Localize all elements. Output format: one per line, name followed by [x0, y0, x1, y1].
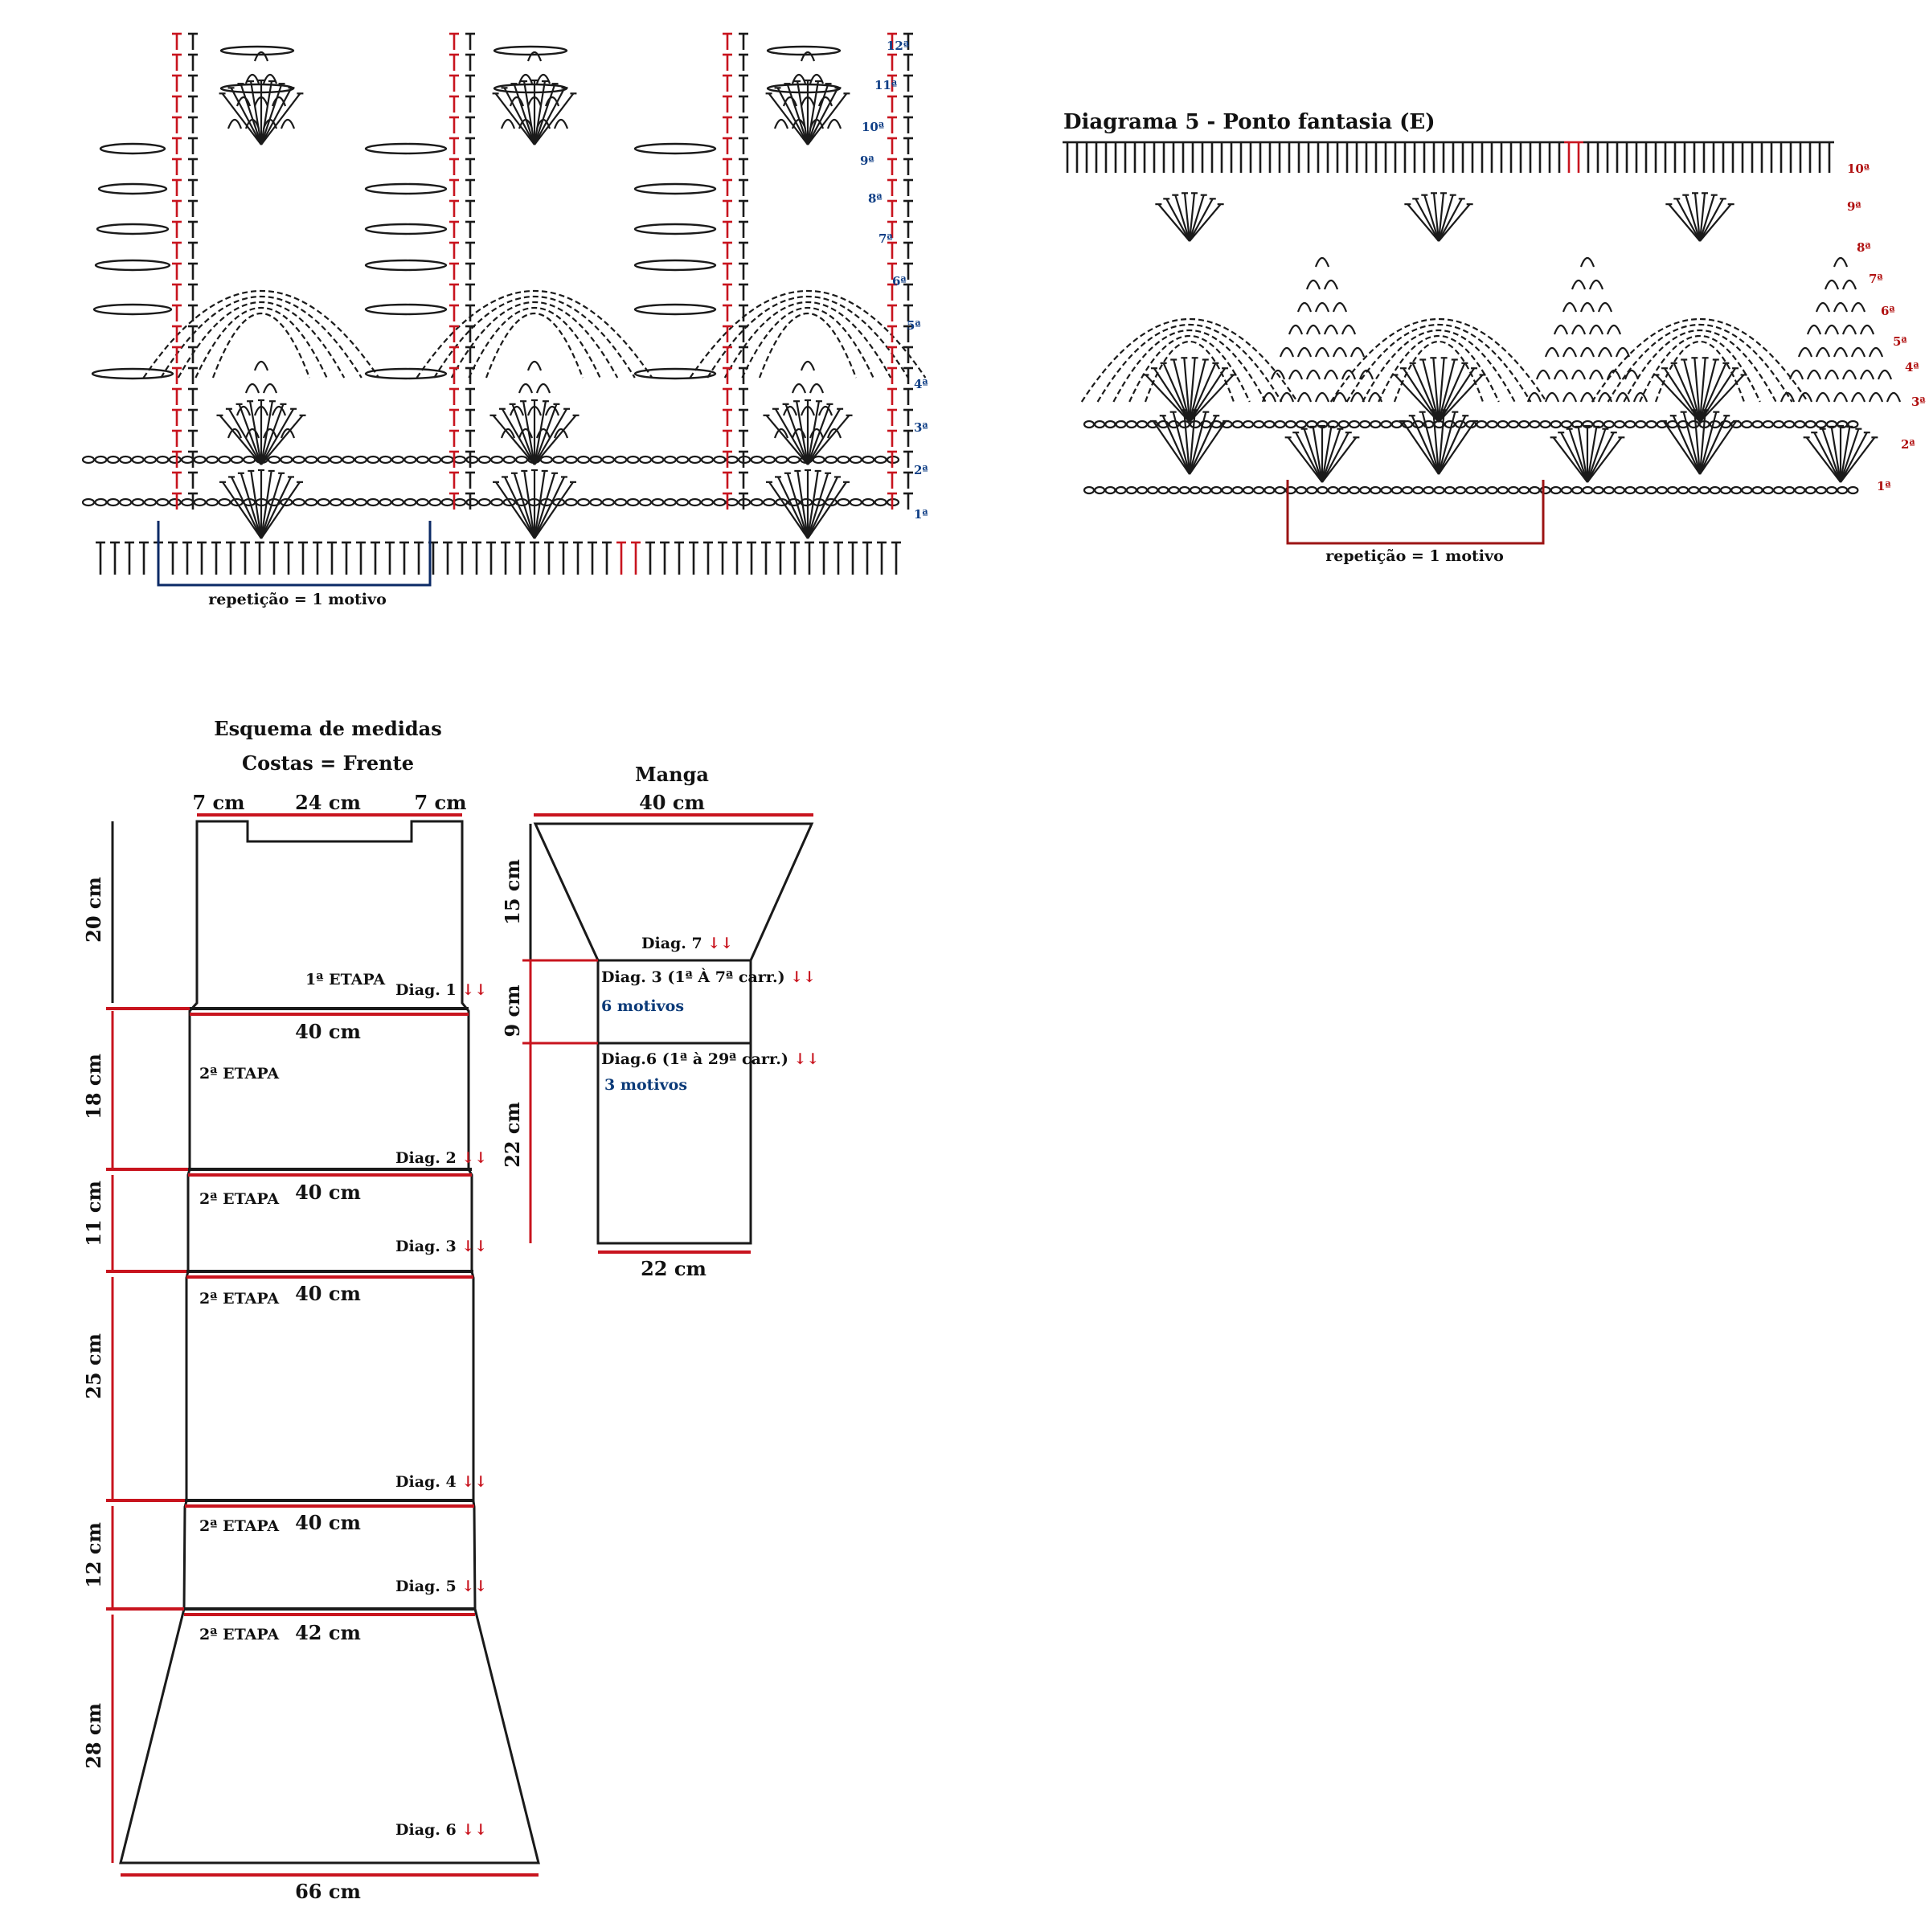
right-row-label: 9ª: [1847, 199, 1861, 214]
right-repeat-bracket: [1286, 480, 1545, 545]
right-row-label: 5ª: [1893, 334, 1907, 349]
sleeve-diag-3: Diag. 3 (1ª À 7ª carr.) ↓↓: [601, 968, 816, 986]
stage-2-label-b: 2ª ETAPA: [199, 1190, 279, 1208]
stage-2-label-c: 2ª ETAPA: [199, 1290, 279, 1308]
diag-4-label: Diag. 4 ↓↓: [395, 1473, 487, 1491]
width-66cm: 66 cm: [295, 1880, 361, 1903]
sleeve-3-motifs: 3 motivos: [604, 1076, 687, 1094]
right-repeat-label: repetição = 1 motivo: [1325, 547, 1504, 565]
right-row-label: 3ª: [1911, 395, 1926, 409]
sleeve-diag-7: Diag. 7 ↓↓: [641, 935, 733, 952]
width-42cm: 42 cm: [295, 1621, 361, 1644]
diag-6-label: Diag. 6 ↓↓: [395, 1821, 487, 1839]
height-28cm: 28 cm: [82, 1703, 105, 1769]
sleeve-diag-6: Diag.6 (1ª à 29ª carr.) ↓↓: [601, 1050, 819, 1068]
width-40cm-d: 40 cm: [295, 1511, 361, 1534]
schema-subtitle: Costas = Frente: [242, 751, 414, 775]
left-chart-stitches: [81, 32, 927, 575]
left-repeat-label: repetição = 1 motivo: [208, 591, 387, 608]
width-40cm-b: 40 cm: [295, 1181, 361, 1204]
left-row-label: 1ª: [914, 507, 928, 522]
left-row-label: 4ª: [914, 377, 928, 391]
width-40cm-c: 40 cm: [295, 1282, 361, 1305]
sleeve-schema: Manga 40 cm 15 cm 9 cm 22 cm Diag. 7 ↓↓ …: [501, 763, 819, 1280]
right-row-label: 6ª: [1881, 304, 1895, 318]
height-12cm: 12 cm: [82, 1522, 105, 1588]
left-repeat-bracket: [157, 521, 432, 587]
left-row-label: 12ª: [887, 39, 910, 53]
left-row-label: 11ª: [874, 78, 898, 92]
diag-3-label: Diag. 3 ↓↓: [395, 1238, 487, 1255]
stage-1-label: 1ª ETAPA: [305, 971, 385, 989]
sleeve-title: Manga: [635, 763, 709, 786]
sleeve-outline: [533, 822, 814, 1245]
diag-1-label: Diag. 1 ↓↓: [395, 981, 487, 999]
stage-2-label-d: 2ª ETAPA: [199, 1517, 279, 1535]
shoulder-right-width: 7 cm: [414, 791, 466, 814]
sleeve-measure-lines: [522, 824, 598, 1243]
left-row-label: 8ª: [868, 191, 883, 206]
section-separators: [121, 1007, 539, 1877]
height-18cm: 18 cm: [82, 1054, 105, 1119]
left-row-label: 2ª: [914, 463, 928, 477]
sleeve-6-motifs: 6 motivos: [601, 997, 684, 1015]
measurement-schema: Esquema de medidas Costas = Frente 7 cm …: [82, 717, 540, 1903]
right-chart-stitches: [1063, 141, 1902, 495]
sleeve-height-22cm: 22 cm: [501, 1102, 524, 1168]
sleeve-bottom-width: 22 cm: [641, 1257, 706, 1280]
diag-2-label: Diag. 2 ↓↓: [395, 1149, 487, 1167]
left-row-label: 5ª: [907, 318, 921, 333]
schema-title: Esquema de medidas: [214, 717, 441, 740]
right-row-label: 4ª: [1905, 360, 1919, 375]
width-40cm-a: 40 cm: [295, 1020, 361, 1043]
stage-2-label-e: 2ª ETAPA: [199, 1626, 279, 1643]
height-11cm: 11 cm: [82, 1181, 105, 1246]
left-row-label: 10ª: [862, 120, 885, 134]
right-row-label: 8ª: [1857, 240, 1871, 255]
sleeve-top-width: 40 cm: [639, 791, 705, 814]
sleeve-height-15cm: 15 cm: [501, 859, 524, 925]
diagram-5-title: Diagrama 5 - Ponto fantasia (E): [1063, 110, 1435, 134]
vertical-measure-lines: [106, 821, 190, 1863]
right-stitch-chart: Diagrama 5 - Ponto fantasia (E) 1ª 2ª 3ª 4ª…: [1063, 110, 1926, 565]
right-row-label: 1ª: [1877, 479, 1891, 493]
diag-5-label: Diag. 5 ↓↓: [395, 1578, 487, 1595]
right-row-label: 7ª: [1869, 272, 1883, 286]
left-row-label: 6ª: [892, 274, 907, 289]
height-20cm: 20 cm: [82, 877, 105, 943]
stage-2-label-a: 2ª ETAPA: [199, 1065, 279, 1083]
left-row-label: 9ª: [860, 153, 874, 168]
left-chart-row-labels: 1ª 2ª 3ª 4ª 5ª 6ª 7ª 8ª 9ª 10ª 11ª 12ª: [860, 39, 928, 522]
right-row-label: 10ª: [1847, 162, 1870, 176]
neck-width: 24 cm: [295, 791, 361, 814]
right-chart-row-labels: 1ª 2ª 3ª 4ª 5ª 6ª 7ª 8ª 9ª 10ª: [1847, 162, 1926, 493]
left-row-label: 7ª: [878, 231, 893, 246]
shoulder-left-width: 7 cm: [192, 791, 244, 814]
right-row-label: 2ª: [1901, 437, 1915, 452]
height-25cm: 25 cm: [82, 1333, 105, 1399]
left-stitch-chart: 1ª 2ª 3ª 4ª 5ª 6ª 7ª 8ª 9ª 10ª 11ª 12ª repetição = …: [81, 32, 928, 608]
left-row-label: 3ª: [914, 420, 928, 435]
sleeve-height-9cm: 9 cm: [501, 984, 524, 1037]
